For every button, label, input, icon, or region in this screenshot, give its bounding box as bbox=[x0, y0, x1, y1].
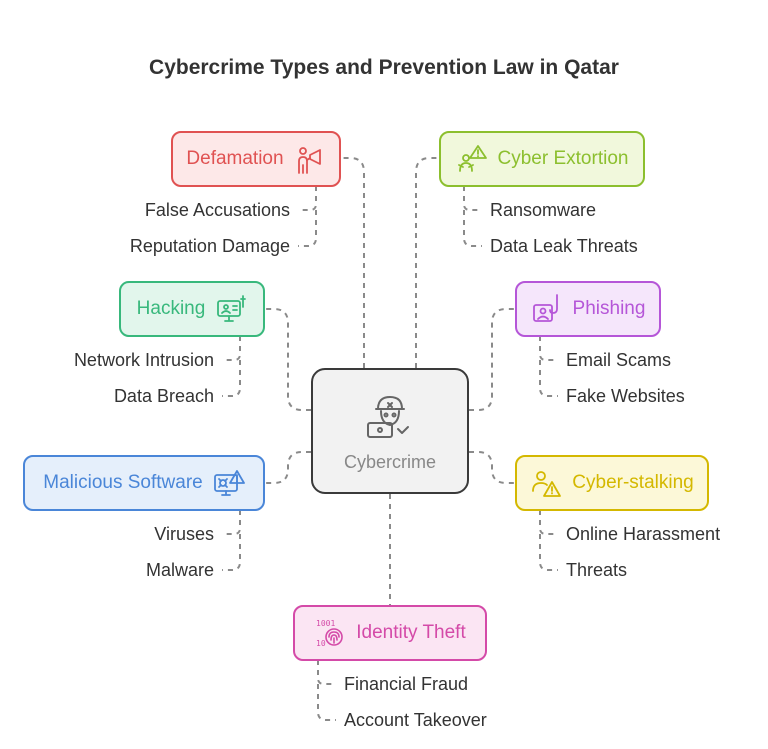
center-node: Cybercrime bbox=[311, 368, 469, 494]
diagram-title: Cybercrime Types and Prevention Law in Q… bbox=[149, 56, 619, 79]
svg-text:1001: 1001 bbox=[316, 619, 335, 628]
list-item: Account Takeover bbox=[344, 710, 487, 730]
center-label: Cybercrime bbox=[343, 452, 436, 472]
list-item: Ransomware bbox=[490, 200, 597, 220]
list-item: Fake Websites bbox=[566, 386, 685, 406]
category-label: Phishing bbox=[572, 298, 646, 319]
stalker-warning-icon bbox=[530, 467, 562, 499]
category-defamation: Defamation bbox=[171, 131, 341, 187]
category-label: Defamation bbox=[186, 148, 284, 169]
category-malicious-software: Malicious Software bbox=[23, 455, 265, 511]
category-cyber-stalking: Cyber-stalking bbox=[515, 455, 709, 511]
list-item: Network Intrusion bbox=[73, 350, 214, 370]
hacker-laptop-icon bbox=[364, 389, 416, 446]
category-label: Identity Theft bbox=[356, 622, 466, 643]
list-item: False Accusations bbox=[144, 200, 290, 220]
warning-person-icon bbox=[456, 143, 488, 175]
list-item: Threats bbox=[566, 560, 628, 580]
category-phishing: Phishing bbox=[515, 281, 661, 337]
list-item: Viruses bbox=[154, 524, 214, 544]
category-label: Cyber-stalking bbox=[572, 472, 694, 493]
category-identity-theft: 1001 10 Identity Theft bbox=[293, 605, 487, 661]
category-cyber-extortion: Cyber Extortion bbox=[439, 131, 645, 187]
list-item: Email Scams bbox=[566, 350, 672, 370]
category-label: Malicious Software bbox=[43, 472, 203, 493]
list-item: Reputation Damage bbox=[129, 236, 290, 256]
monitor-hacking-icon bbox=[215, 293, 247, 325]
category-label: Hacking bbox=[136, 298, 206, 319]
category-label: Cyber Extortion bbox=[497, 148, 629, 169]
category-hacking: Hacking bbox=[119, 281, 265, 337]
list-item: Data Breach bbox=[113, 386, 214, 406]
svg-text:10: 10 bbox=[316, 639, 326, 648]
list-item: Malware bbox=[145, 560, 214, 580]
malware-screen-icon bbox=[213, 467, 245, 499]
binary-fingerprint-icon: 1001 10 bbox=[314, 617, 346, 649]
list-item: Online Harassment bbox=[566, 524, 721, 544]
list-item: Financial Fraud bbox=[344, 674, 469, 694]
person-megaphone-icon bbox=[294, 143, 326, 175]
phishing-hook-icon bbox=[531, 293, 563, 325]
list-item: Data Leak Threats bbox=[490, 236, 638, 256]
